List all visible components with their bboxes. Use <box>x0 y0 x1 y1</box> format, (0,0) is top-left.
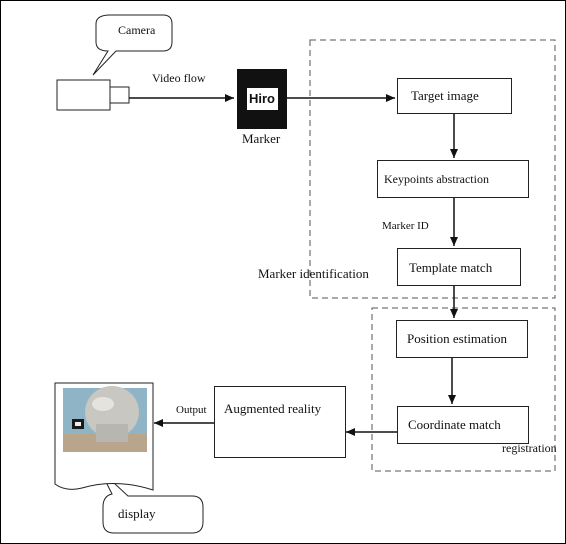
augmented-reality-label: Augmented reality <box>224 401 322 416</box>
hiro-marker-text: Hiro <box>249 91 275 106</box>
target-image-box: Target image <box>397 78 512 114</box>
marker-identification-label: Marker identification <box>258 266 369 281</box>
hiro-marker-icon <box>237 69 287 129</box>
registration-label: registration <box>502 441 557 455</box>
camera-icon <box>56 79 130 111</box>
display-label: display <box>118 506 156 521</box>
template-match-label: Template match <box>409 260 493 275</box>
marker-id-label: Marker ID <box>382 220 429 232</box>
keypoints-abstraction-box: Keypoints abstraction <box>377 160 529 198</box>
display-photo-icon <box>54 382 154 491</box>
registration-region <box>371 307 556 472</box>
output-label: Output <box>176 404 207 416</box>
marker-label: Marker <box>242 131 281 146</box>
display-callout-bubble <box>99 469 204 534</box>
template-match-box: Template match <box>397 248 521 286</box>
position-estimation-box: Position estimation <box>396 320 528 358</box>
augmented-reality-box: Augmented reality <box>214 386 346 458</box>
coordinate-match-box: Coordinate match <box>397 406 529 444</box>
marker-identification-region <box>309 39 556 299</box>
keypoints-abstraction-label: Keypoints abstraction <box>384 172 489 186</box>
video-flow-label: Video flow <box>152 71 206 85</box>
position-estimation-label: Position estimation <box>407 331 508 346</box>
camera-label: Camera <box>118 23 156 37</box>
target-image-label: Target image <box>411 88 479 103</box>
coordinate-match-label: Coordinate match <box>408 417 501 432</box>
camera-callout-bubble <box>92 14 173 76</box>
